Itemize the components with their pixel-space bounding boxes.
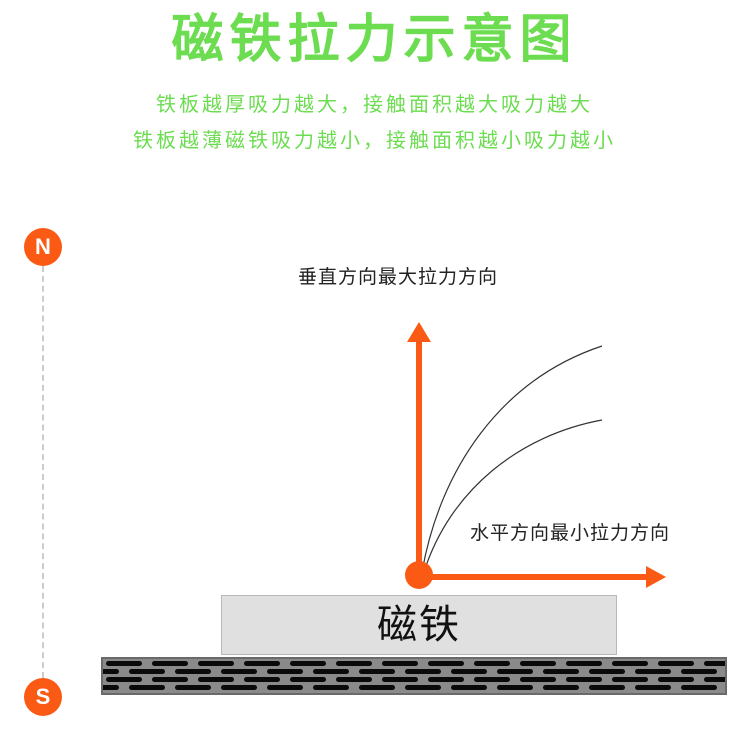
horizontal-force-label: 水平方向最小拉力方向: [470, 522, 671, 544]
diagram-title: 磁铁拉力示意图: [171, 10, 578, 70]
horizontal-arrow-head-icon: [646, 566, 666, 588]
perforation-pattern: [103, 659, 725, 693]
origin-dot: [405, 561, 433, 589]
force-curve-lower: [423, 419, 603, 573]
magnet-block: 磁铁: [221, 595, 617, 655]
subtitle-line-1: 铁板越厚吸力越大，接触面积越大吸力越大: [156, 92, 593, 116]
force-curve-upper: [421, 345, 603, 573]
vertical-arrow-head-icon: [407, 322, 431, 342]
south-pole-badge: S: [24, 678, 62, 716]
perforated-iron-plate: [101, 657, 727, 695]
vertical-force-label: 垂直方向最大拉力方向: [298, 266, 499, 288]
subtitle-line-2: 铁板越薄磁铁吸力越小，接触面积越小吸力越小: [133, 128, 616, 152]
north-pole-badge: N: [24, 228, 62, 266]
pole-axis-dashed-line: [42, 266, 44, 678]
